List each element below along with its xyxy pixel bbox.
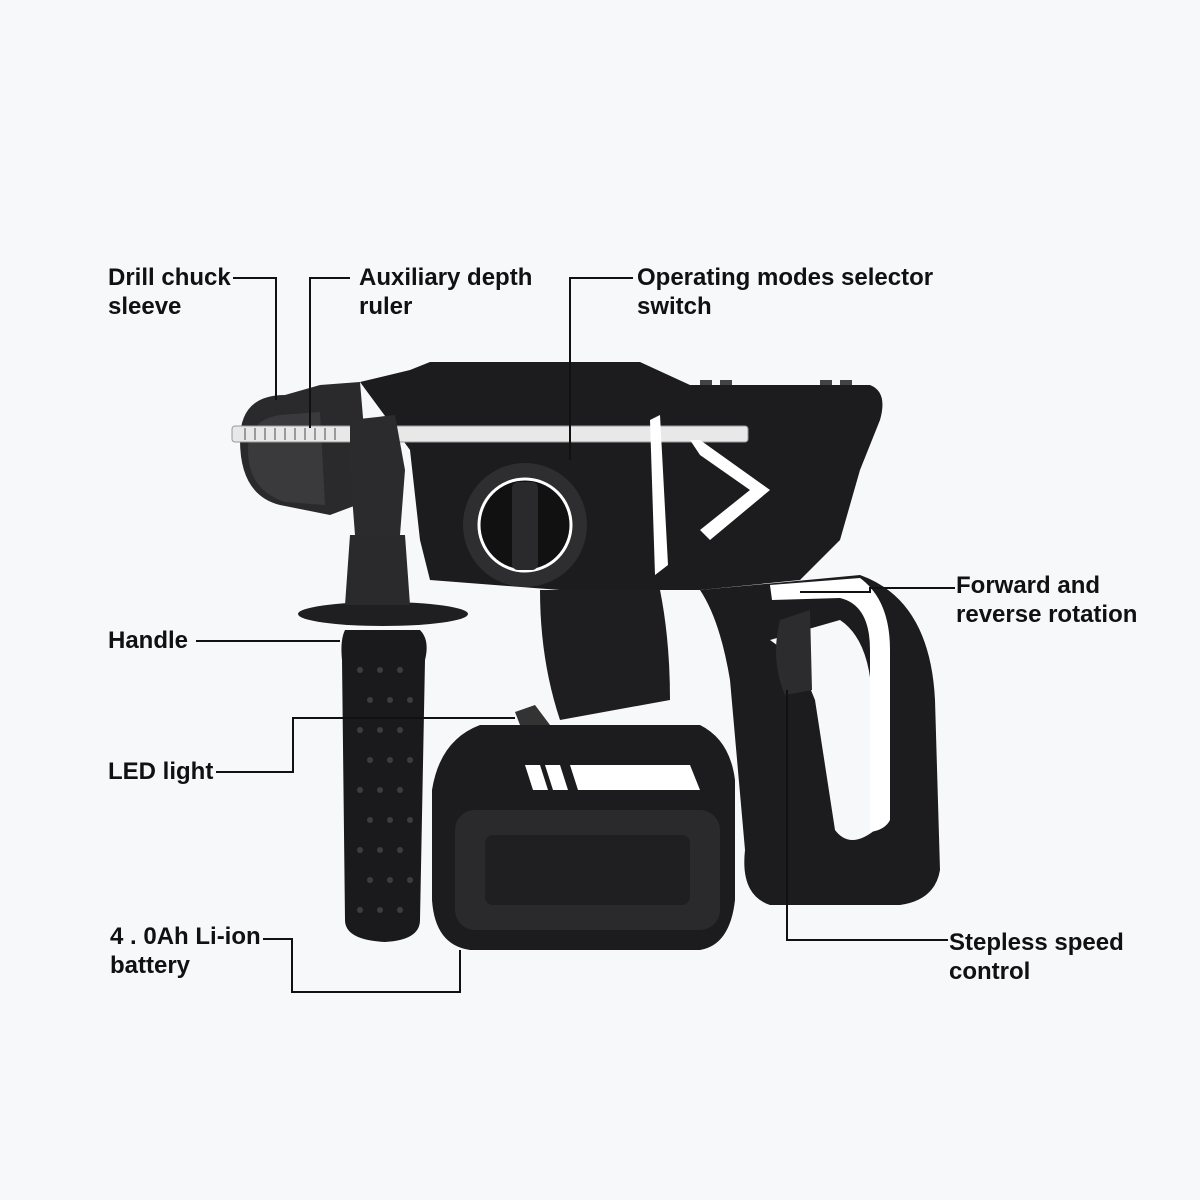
label-line: switch <box>637 293 712 320</box>
label-line: Drill chuck <box>108 264 231 291</box>
trigger <box>776 610 812 695</box>
callout-stepless-speed: Stepless speed control <box>949 928 1124 986</box>
callout-auxiliary-depth-ruler: Auxiliary depth ruler <box>359 263 532 321</box>
logo-accent <box>650 415 770 575</box>
callout-led-light: LED light <box>108 757 213 786</box>
tool-illustration <box>231 362 940 950</box>
label-line: Operating modes selector <box>637 264 934 291</box>
main-housing <box>360 362 883 590</box>
led-light <box>515 705 550 725</box>
mode-selector-knob <box>512 482 538 570</box>
rear-handle <box>700 575 940 905</box>
callout-forward-reverse: Forward and reverse rotation <box>956 571 1137 629</box>
rear-handle-accent <box>770 578 890 832</box>
label-line: Forward and <box>956 572 1101 599</box>
callout-battery: 4 . 0Ah Li-ion battery <box>110 922 261 980</box>
label-line: ruler <box>359 293 413 320</box>
rear-handle-inner <box>770 620 875 840</box>
label-line: control <box>949 958 1031 985</box>
leader-drill-chuck <box>233 277 277 400</box>
label-line: sleeve <box>108 293 182 320</box>
battery-panel-inner <box>485 835 690 905</box>
callout-drill-chuck-sleeve: Drill chuck sleeve <box>108 263 231 321</box>
leader-stepless-speed <box>786 690 948 941</box>
label-line: Handle <box>108 627 189 654</box>
label-line: Stepless speed <box>949 929 1124 956</box>
leader-forward-reverse <box>800 587 955 593</box>
handle-clamp <box>350 415 405 535</box>
ruler-teeth <box>244 428 336 440</box>
label-line: reverse rotation <box>956 601 1138 628</box>
leader-mode-selector <box>569 277 633 460</box>
label-line: battery <box>110 952 191 979</box>
label-line: Auxiliary depth <box>359 264 533 291</box>
callout-handle: Handle <box>108 626 188 655</box>
label-line: 4 . 0Ah Li-ion <box>110 923 261 950</box>
leader-battery <box>263 938 461 993</box>
depth-ruler <box>231 425 749 443</box>
top-vent <box>700 380 712 385</box>
label-line: LED light <box>108 758 214 785</box>
handle-neck <box>345 535 410 605</box>
handle-collar <box>298 602 468 626</box>
top-vent <box>840 380 852 385</box>
top-vent <box>720 380 732 385</box>
grip-texture <box>357 667 413 913</box>
side-handle-grip <box>341 630 427 942</box>
leader-depth-ruler <box>309 277 350 428</box>
battery-stripes <box>525 765 700 790</box>
leader-led <box>216 717 515 773</box>
pistol-grip <box>540 590 670 720</box>
callout-operating-modes-selector: Operating modes selector switch <box>637 263 933 321</box>
top-vent <box>820 380 832 385</box>
